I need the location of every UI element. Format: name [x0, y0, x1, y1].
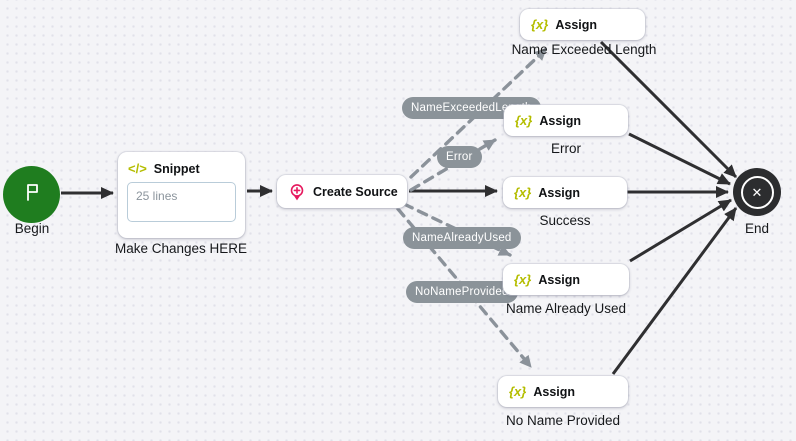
snippet-node[interactable]: </> Snippet 25 lines	[118, 152, 245, 238]
edge-label-error[interactable]: Error	[437, 146, 482, 168]
assign-node-success[interactable]: {x} Assign	[503, 177, 627, 208]
assign-node-no-name-provided[interactable]: {x} Assign	[498, 376, 628, 407]
end-node[interactable]: ✕	[733, 168, 781, 216]
edge-label-nonameprovided[interactable]: NoNameProvided	[406, 281, 518, 303]
edge-assign2-end[interactable]	[628, 132, 731, 186]
assign-node-name-already-used[interactable]: {x} Assign	[503, 264, 629, 295]
snippet-title: Snippet	[153, 161, 200, 176]
begin-node[interactable]	[3, 166, 60, 223]
snippet-header: </> Snippet	[118, 152, 245, 182]
assign-node-error[interactable]: {x} Assign	[504, 105, 628, 136]
assign-icon: {x}	[514, 272, 532, 287]
code-icon: </>	[128, 161, 147, 176]
close-circle-icon: ✕	[740, 175, 774, 209]
assign-title: Assign	[538, 272, 581, 287]
assign-icon: {x}	[509, 384, 527, 399]
snippet-caption: Make Changes HERE	[114, 241, 248, 256]
assign-icon: {x}	[515, 113, 533, 128]
begin-label: Begin	[14, 221, 50, 236]
assign-caption-success: Success	[539, 213, 591, 228]
create-source-node[interactable]: Create Source	[277, 175, 407, 208]
edge-assign4-end[interactable]	[629, 198, 732, 263]
assign-icon: {x}	[514, 185, 532, 200]
assign-title: Assign	[555, 17, 598, 32]
assign-caption-no-name-provided: No Name Provided	[505, 413, 621, 428]
edge-assign5-end[interactable]	[611, 207, 738, 375]
assign-title: Assign	[538, 185, 581, 200]
snippet-body[interactable]: 25 lines	[127, 182, 236, 222]
x-icon: ✕	[751, 184, 763, 200]
assign-title: Assign	[539, 113, 582, 128]
assign-caption-name-exceeded-length: Name Exceeded Length	[511, 42, 657, 57]
edge-label-namealreadyused[interactable]: NameAlreadyUsed	[403, 227, 521, 249]
assign-node-name-exceeded-length[interactable]: {x} Assign	[520, 9, 645, 40]
create-source-title: Create Source	[313, 184, 398, 199]
assign-caption-name-already-used: Name Already Used	[505, 301, 627, 316]
assign-title: Assign	[533, 384, 576, 399]
end-label: End	[744, 221, 770, 236]
assign-caption-error: Error	[551, 141, 581, 156]
pin-plus-icon	[288, 183, 306, 201]
flag-icon	[20, 180, 44, 209]
assign-icon: {x}	[531, 17, 549, 32]
